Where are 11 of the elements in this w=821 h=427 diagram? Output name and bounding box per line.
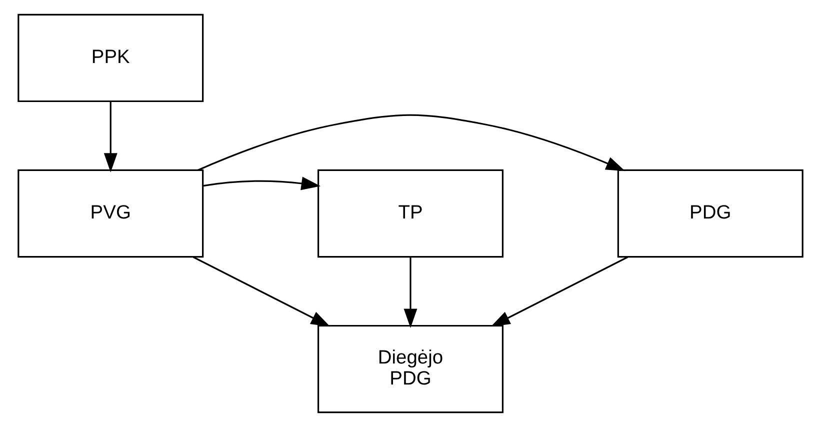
node-box: Diegėjo PDG (317, 324, 504, 414)
node-box: PVG (18, 169, 204, 258)
arrow (198, 114, 626, 172)
node-box: PPK (18, 14, 204, 102)
node-box: TP (317, 169, 504, 258)
arrow (404, 257, 418, 328)
node-box: PDG (617, 169, 804, 258)
arrow (104, 102, 118, 172)
arrow (490, 256, 628, 327)
arrow (193, 256, 330, 327)
arrow (203, 176, 321, 190)
